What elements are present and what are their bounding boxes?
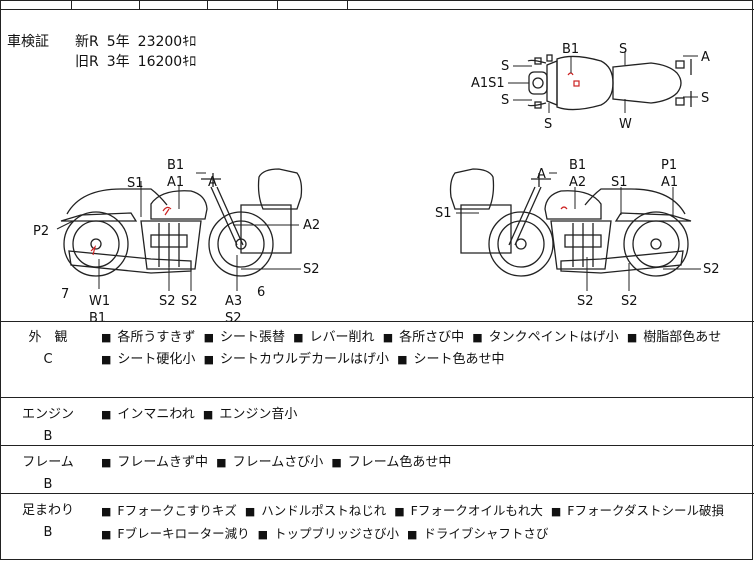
left-view-motorcycle xyxy=(60,168,303,277)
category-exterior-grade: C xyxy=(43,352,53,367)
shaken-new-row: 新R 5年 23200ｷﾛ xyxy=(75,31,196,51)
list-item: ハンドルポストねじれ xyxy=(245,503,386,518)
top-label-a-right: A xyxy=(701,50,710,65)
list-item: シート硬化小 xyxy=(101,352,195,367)
list-item: インマニわれ xyxy=(101,407,195,422)
top-view-damage-marks xyxy=(567,72,580,87)
shaken-old-years: 3年 xyxy=(106,54,130,70)
left-label-a: A xyxy=(208,175,217,190)
frame-items: フレームきず中 フレームさび小 フレーム色あせ中 xyxy=(101,452,748,474)
top-label-b1: B1 xyxy=(562,42,579,57)
left-label-a3: A3 xyxy=(225,294,242,309)
list-item: Fフォークオイルもれ大 xyxy=(394,503,543,518)
left-label-s2-a: S2 xyxy=(159,294,176,309)
list-item: 各所うすきず xyxy=(101,330,195,345)
category-engine-grade: B xyxy=(43,429,53,444)
shaken-old-price: 16200ｷﾛ xyxy=(137,54,197,70)
right-label-p1: P1 xyxy=(661,158,677,173)
motorcycle-diagrams: S A1S1 S S B1 S W A S xyxy=(33,42,720,321)
top-label-s-top: S xyxy=(619,42,627,57)
top-label-s-right: S xyxy=(701,91,709,106)
left-label-p2: P2 xyxy=(33,224,49,239)
category-exterior-label: 外 観 xyxy=(28,330,68,345)
right-label-s1: S1 xyxy=(611,175,628,190)
list-item: 各所さび中 xyxy=(383,330,464,345)
top-label-s-bottom: S xyxy=(544,117,552,132)
left-label-b1: B1 xyxy=(167,158,184,173)
right-label-a: A xyxy=(537,167,546,182)
right-label-b1: B1 xyxy=(569,158,586,173)
left-label-s1: S1 xyxy=(127,176,144,191)
top-table-remnant xyxy=(1,1,754,10)
list-item: 樹脂部色あせ xyxy=(627,330,721,345)
list-item: シート色あせ中 xyxy=(397,352,504,367)
list-item: フレームきず中 xyxy=(101,455,208,470)
left-view-leaders xyxy=(56,172,301,291)
top-label-s-left-bottom: S xyxy=(501,93,509,108)
shaken-new-type: 新R xyxy=(75,34,99,50)
condition-row-frame: フレーム B フレームきず中 フレームさび小 フレーム色あせ中 xyxy=(1,446,754,494)
left-view-damage-marks xyxy=(90,206,172,256)
right-label-a2: A2 xyxy=(569,175,586,190)
left-label-s2-bottom: S2 xyxy=(225,311,242,321)
list-item: シート張替 xyxy=(204,330,285,345)
condition-row-exterior: 外 観 C 各所うすきず シート張替 レバー削れ 各所さび中 タンクペイントはげ… xyxy=(1,321,754,398)
condition-row-engine: エンジン B インマニわれ エンジン音小 xyxy=(1,398,754,446)
category-exterior: 外 観 C xyxy=(1,321,95,371)
list-item: レバー削れ xyxy=(293,330,374,345)
top-view-motorcycle xyxy=(527,54,692,111)
category-engine: エンジン B xyxy=(1,398,95,448)
category-frame-grade: B xyxy=(43,477,53,492)
category-frame-label: フレーム xyxy=(22,455,74,470)
shaken-new-price: 23200ｷﾛ xyxy=(137,34,197,50)
condition-row-suspension: 足まわり B Fフォークこすりキズ ハンドルポストねじれ Fフォークオイルもれ大… xyxy=(1,494,754,560)
right-view-motorcycle xyxy=(449,168,692,277)
shaken-new-years: 5年 xyxy=(106,34,130,50)
category-suspension-label: 足まわり xyxy=(21,503,74,518)
exterior-items: 各所うすきず シート張替 レバー削れ 各所さび中 タンクペイントはげ小 樹脂部色… xyxy=(101,327,748,371)
engine-items: インマニわれ エンジン音小 xyxy=(101,404,748,426)
category-suspension-grade: B xyxy=(43,525,53,540)
list-item: トップブリッジさび小 xyxy=(258,526,399,541)
left-label-b1-bottom: B1 xyxy=(89,311,106,321)
list-item: Fフォークダストシール破損 xyxy=(551,503,724,518)
left-label-w1: W1 xyxy=(89,294,110,309)
left-label-6: 6 xyxy=(257,285,265,300)
list-item: エンジン音小 xyxy=(203,407,297,422)
left-label-s2-b: S2 xyxy=(181,294,198,309)
top-label-w: W xyxy=(619,117,632,132)
left-label-a2: A2 xyxy=(303,218,320,233)
right-view-leaders xyxy=(456,172,701,291)
right-label-s1-left: S1 xyxy=(435,206,452,221)
category-engine-label: エンジン xyxy=(21,407,74,422)
right-label-s2-b: S2 xyxy=(621,294,638,309)
right-view-damage-marks xyxy=(560,206,568,210)
diagram-area: 車検証 新R 5年 23200ｷﾛ 旧R 3年 16200ｷﾛ xyxy=(1,9,754,322)
top-label-a1s1: A1S1 xyxy=(471,76,505,91)
category-suspension: 足まわり B xyxy=(1,494,95,544)
list-item: フレームさび小 xyxy=(216,455,323,470)
left-label-a1: A1 xyxy=(167,175,184,190)
list-item: Fフォークこすりキズ xyxy=(101,503,237,518)
top-view-leaders xyxy=(508,51,698,113)
shaken-old-row: 旧R 3年 16200ｷﾛ xyxy=(75,51,196,71)
right-label-a1: A1 xyxy=(661,175,678,190)
suspension-items: Fフォークこすりキズ ハンドルポストねじれ Fフォークオイルもれ大 Fフォークダ… xyxy=(101,500,748,546)
right-label-s2-right: S2 xyxy=(703,262,720,277)
shaken-old-type: 旧R xyxy=(75,54,99,70)
right-label-s2-a: S2 xyxy=(577,294,594,309)
left-label-s2-right: S2 xyxy=(303,262,320,277)
top-label-s-left-top: S xyxy=(501,59,509,74)
left-label-7: 7 xyxy=(61,287,69,302)
list-item: シートカウルデカールはげ小 xyxy=(204,352,389,367)
list-item: Fブレーキローター減り xyxy=(101,526,250,541)
shaken-label: 車検証 xyxy=(7,34,49,50)
list-item: タンクペイントはげ小 xyxy=(472,330,618,345)
list-item: フレーム色あせ中 xyxy=(331,455,451,470)
list-item: ドライブシャフトさび xyxy=(407,526,548,541)
category-frame: フレーム B xyxy=(1,446,95,496)
